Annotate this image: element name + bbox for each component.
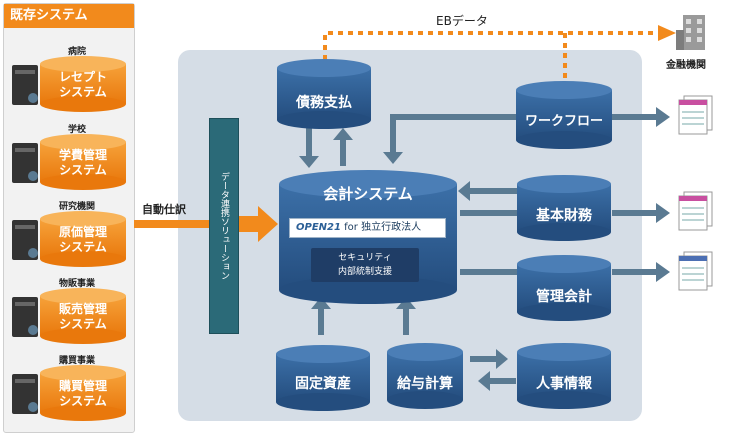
arrow-basicfinance-to-report: [612, 203, 670, 223]
open21-target-label: for 独立行政法人: [344, 222, 422, 233]
org-label-hospital: 病院: [67, 47, 86, 57]
auto-journal-label: 自動仕訳: [142, 203, 186, 216]
basic-finance-cylinder: [517, 175, 611, 241]
debt-payment-cylinder: [277, 59, 371, 129]
report-documents-icon-2: [678, 191, 713, 231]
server-computer-icon: [12, 220, 38, 260]
arrow-accounting-to-mgmt: [460, 269, 520, 275]
bank-label: 金融機関: [666, 60, 706, 71]
security-label: セキュリティ: [338, 253, 392, 263]
server-computer-icon: [12, 374, 38, 414]
open21-product-box: OPEN21 for 独立行政法人: [289, 218, 446, 238]
data-integration-solution-label: データ連携ソリューション: [219, 172, 229, 280]
server-computer-icon: [12, 143, 38, 183]
legacy-system-tuition: [12, 134, 126, 190]
legacy-system-sales: [12, 288, 126, 344]
workflow-cylinder: [516, 81, 612, 149]
hr-info-label: 人事情報: [536, 376, 592, 392]
eb-data-label: EBデータ: [436, 14, 488, 28]
data-integration-solution-bar: [209, 118, 239, 334]
report-documents-icon-3: [678, 251, 713, 291]
arrow-mgmt-to-report: [612, 262, 670, 282]
org-label-purchasing: 購買事業: [58, 356, 95, 366]
org-label-research: 研究機関: [58, 202, 95, 212]
server-computer-icon: [12, 297, 38, 337]
arrow-workflow-to-report: [612, 107, 670, 127]
arrow-workflow-to-accounting: [383, 114, 518, 164]
orange-database-icon: [40, 211, 126, 267]
payroll-cylinder: [387, 343, 463, 409]
legacy-system-name: 学費管理 システム: [58, 148, 107, 177]
orange-database-icon: [40, 56, 126, 112]
org-label-retail: 物販事業: [58, 279, 95, 289]
server-computer-icon: [12, 65, 38, 105]
legacy-system-cost: [12, 211, 126, 267]
eb-data-dotted-line: [323, 25, 676, 78]
legacy-system-purchasing: [12, 365, 126, 421]
legacy-system-receipt: [12, 56, 126, 112]
legacy-system-name: 販売管理 システム: [58, 302, 107, 331]
internal-control-label: 内部統制支援: [337, 267, 392, 277]
hr-info-cylinder: [517, 343, 611, 409]
arrow-accounting-to-debt: [333, 128, 353, 166]
legacy-systems-title: 既存システム: [4, 4, 134, 28]
arrow-debt-to-accounting: [299, 128, 319, 168]
arrow-basicfinance-to-accounting: [458, 181, 520, 201]
legacy-system-name: 原価管理 システム: [58, 225, 107, 254]
arrow-payroll-to-accounting: [396, 297, 416, 335]
debt-payment-label: 債務支払: [296, 95, 352, 111]
bank-building-icon: [676, 15, 705, 50]
payroll-label: 給与計算: [397, 376, 453, 392]
orange-database-icon: [40, 365, 126, 421]
management-accounting-cylinder: [517, 255, 611, 321]
accounting-system-label: 会計システム: [323, 185, 413, 203]
orange-database-icon: [40, 134, 126, 190]
report-documents-icon-1: [678, 95, 713, 135]
arrow-accounting-to-basicfinance: [460, 210, 518, 216]
security-support-box: セキュリティ 内部統制支援: [311, 248, 419, 282]
management-accounting-label: 管理会計: [536, 289, 592, 305]
open21-logo: OPEN21: [296, 222, 341, 233]
arrow-payroll-to-hr: [470, 349, 508, 369]
legacy-system-name: レセプト システム: [58, 70, 107, 99]
auto-journal-arrow: [134, 206, 278, 242]
flow-arrows: [299, 107, 670, 391]
arrow-hr-to-payroll: [478, 371, 516, 391]
org-label-school: 学校: [67, 125, 86, 135]
arrow-fixedassets-to-accounting: [311, 297, 331, 335]
workflow-label: ワークフロー: [524, 114, 603, 129]
orange-database-icon: [40, 288, 126, 344]
fixed-assets-cylinder: [276, 345, 370, 411]
fixed-assets-label: 固定資産: [295, 376, 351, 392]
legacy-system-name: 購買管理 システム: [58, 379, 107, 408]
eb-data-arrowhead: [658, 25, 676, 41]
basic-finance-label: 基本財務: [536, 208, 592, 224]
